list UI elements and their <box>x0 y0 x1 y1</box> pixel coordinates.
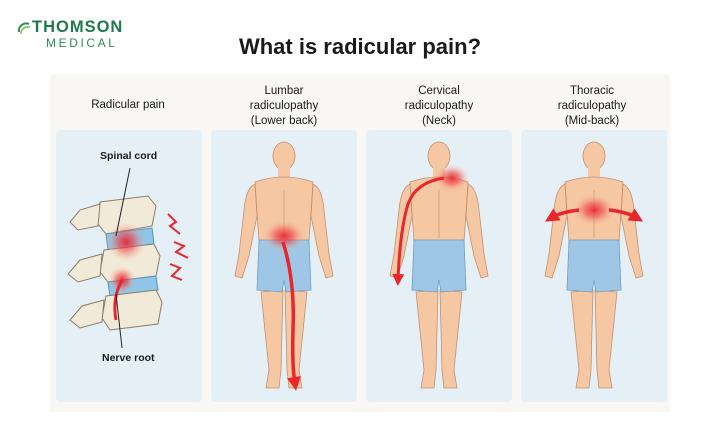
column-label-line: Cervical <box>418 85 460 97</box>
logo-swirl-icon <box>17 22 31 35</box>
spine-illustration <box>67 167 189 349</box>
column-label-thoracic: Thoracic radiculopathy (Mid-back) <box>517 84 667 129</box>
figure-cervical <box>389 141 489 389</box>
figure-thoracic <box>544 141 644 389</box>
figure-lumbar <box>234 141 334 391</box>
pain-spark-icon <box>167 213 189 281</box>
nerve-root <box>113 279 124 321</box>
column-label-line: Radicular pain <box>91 99 165 111</box>
column-label-line: (Lower back) <box>250 115 318 127</box>
brand-logo: THOMSON MEDICAL <box>16 18 146 52</box>
column-label-cervical: Cervical radiculopathy (Neck) <box>364 84 514 129</box>
pain-glow-disc <box>106 222 146 262</box>
column-label-line: (Mid-back) <box>564 115 620 127</box>
callout-line-nerve-root <box>115 293 123 349</box>
column-label-radicular-pain: Radicular pain <box>53 98 203 113</box>
brand-name-top: THOMSON <box>32 18 124 36</box>
panel-cervical <box>366 130 512 402</box>
pain-path-arrow <box>281 241 301 391</box>
page-title: What is radicular pain? <box>238 34 482 59</box>
column-label-lumbar: Lumbar radiculopathy (Lower back) <box>209 84 359 129</box>
pain-glow-neck <box>434 164 470 192</box>
callout-nerve-root: Nerve root <box>102 352 155 364</box>
panel-thoracic <box>521 130 667 402</box>
body-figure <box>544 141 644 389</box>
column-label-line: radiculopathy <box>404 100 474 112</box>
pain-path-arrow-right <box>608 208 644 222</box>
panel-spine: Spinal cord Nerve root <box>56 130 202 402</box>
body-figure <box>234 141 334 389</box>
pain-glow-lower-back <box>262 220 306 252</box>
column-label-line: Thoracic <box>569 85 615 97</box>
column-label-line: (Neck) <box>422 115 456 127</box>
pain-path-arrow <box>392 176 445 286</box>
panel-lumbar <box>211 130 357 402</box>
pain-glow-mid-back <box>572 194 616 226</box>
column-label-line: Lumbar <box>264 85 304 97</box>
column-label-line: radiculopathy <box>557 100 627 112</box>
vertebra-upper <box>69 195 157 235</box>
callout-spinal-cord: Spinal cord <box>100 150 158 162</box>
brand-name-bottom: MEDICAL <box>46 36 118 50</box>
callout-line-spinal-cord <box>115 167 131 237</box>
pain-path-arrow-left <box>544 208 580 222</box>
column-label-line: radiculopathy <box>249 100 319 112</box>
